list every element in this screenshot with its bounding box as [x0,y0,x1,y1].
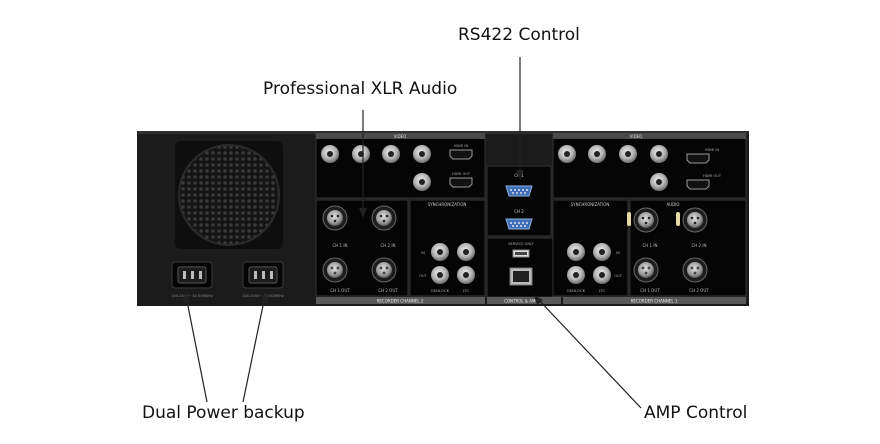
bnc-video-right-5 [650,173,668,191]
amp-leader [536,297,642,409]
video-panel-right [552,132,747,199]
ltc-label-left: LTC [463,288,470,293]
dual-power-callout: Dual Power backup [142,403,305,423]
bnc-sync-left-2 [457,243,475,261]
amp-control-callout: AMP Control [644,403,748,423]
control-amp-strip [487,297,561,304]
rs422-ch2-label: CH 2 [514,209,524,214]
bnc-sync-right-2 [593,243,611,261]
xlr-ch1-in-right [627,207,659,233]
ch2-out-label-left: CH 2 OUT [378,288,398,293]
usb-port [512,249,530,258]
sync-panel-right [552,199,629,297]
power-leader-2 [242,295,266,403]
audio-label-right: AUDIO [666,202,679,207]
sync-out-label-left: OUT [419,274,427,278]
hdmi-out-left-label: HDMI OUT [452,172,471,176]
bnc-video-left-2 [352,145,370,163]
xlr-ch2-out-left [371,257,397,283]
control-amp-label: CONTROL & AMP [504,299,538,304]
recorder-ch1-label: RECORDER CHANNEL 1 [631,299,678,304]
ethernet-port [509,267,533,286]
hdmi-in-left [449,149,473,160]
power-inlet-1 [171,261,213,289]
sync-label-right: SYNCHRONIZATION [571,202,610,207]
power-inlet-2 [242,261,284,289]
xlr-ch1-in-left [322,205,348,231]
bnc-video-right-3 [619,145,637,163]
xlr-ch1-out-left [322,257,348,283]
hdmi-in-right [686,153,710,164]
video-header-left [316,133,485,139]
ch2-in-label-left: CH 2 IN [380,243,395,248]
power-arrowhead-2 [261,292,268,303]
xlr-ch2-out-right [682,257,708,283]
hdmi-out-right-label: HDMI OUT [703,174,722,178]
rs422-callout: RS422 Control [458,25,580,45]
video-label-left: VIDEO [394,134,407,139]
fan-ring [178,144,280,246]
ch1-out-label-left: CH 1 OUT [330,288,350,293]
hdmi-out-right [686,179,710,190]
ch2-out-label-right: CH 2 OUT [689,288,709,293]
sync-in-label-right: IN [616,251,620,255]
recorder-ch1-strip [563,297,746,304]
bnc-video-left-1 [321,145,339,163]
bnc-sync-left-3 [431,266,449,284]
sync-in-label-left: IN [421,251,425,255]
genlock-label-right: GENLOCK [567,288,586,293]
xlr-ch2-in-left [371,205,397,231]
leader-lines [185,57,642,409]
genlock-label-left: GENLOCK [431,288,450,293]
xlr-audio-callout: Professional XLR Audio [263,79,458,99]
ch1-in-label-left: CH 1 IN [332,243,347,248]
ltc-label-right: LTC [599,288,606,293]
rs422-arrowhead [516,170,524,180]
recorder-ch2-label: RECORDER CHANNEL 2 [377,299,424,304]
bnc-sync-right-3 [567,266,585,284]
bnc-sync-left-4 [457,266,475,284]
sync-out-label-right: OUT [614,274,622,278]
hdmi-in-left-label: HDMI IN [454,144,469,148]
hdmi-out-left [449,177,473,188]
fan-grill [179,145,279,245]
hdmi-in-right-label: HDMI IN [705,148,720,152]
psu-2-rating: 100-240V~ 4A 50/60Hz [242,294,284,298]
bnc-video-left-4 [413,145,431,163]
bnc-video-right-4 [650,145,668,163]
xlr-arrowhead [359,208,367,218]
bnc-video-left-5 [413,173,431,191]
ch2-in-label-right: CH 2 IN [691,243,706,248]
bnc-sync-left-1 [431,243,449,261]
sync-label-left: SYNCHRONIZATION [428,202,467,207]
bnc-video-right-1 [558,145,576,163]
amp-arrowhead [534,295,543,305]
rs422-ch2-port [505,218,533,230]
power-arrowhead-1 [183,292,190,303]
recorder-ch2-strip [316,297,485,304]
power-leader-1 [185,295,208,403]
rs422-ch1-port [505,185,533,197]
psu-1-rating: 100-240V~ 4A 50/60Hz [171,294,213,298]
bnc-sync-right-4 [593,266,611,284]
xlr-ch1-out-right [633,257,659,283]
bnc-video-right-2 [588,145,606,163]
ch1-in-label-right: CH 1 IN [642,243,657,248]
video-header-right [553,133,746,139]
bnc-sync-right-1 [567,243,585,261]
xlr-ch2-in-right [676,207,708,233]
bnc-video-left-3 [382,145,400,163]
leader-arrowheads [183,170,543,305]
video-label-right: VIDEO [630,134,643,139]
service-only-label: SERVICE ONLY [508,242,534,246]
ch1-out-label-right: CH 1 OUT [640,288,660,293]
video-panel-left [315,132,486,199]
